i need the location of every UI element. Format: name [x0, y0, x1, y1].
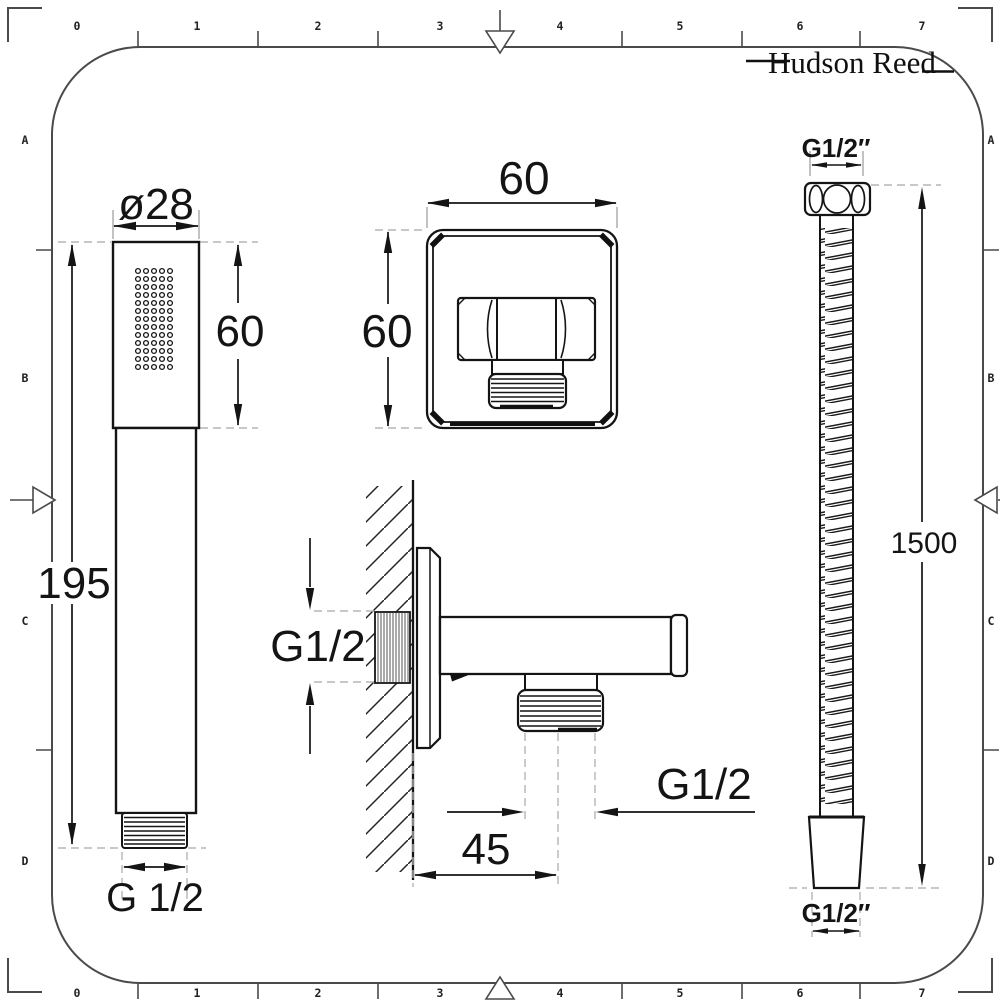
ruler-label: A — [988, 133, 995, 147]
centre-marker-left — [10, 485, 57, 515]
ruler-label: 0 — [74, 986, 81, 1000]
arm-end-cap — [669, 613, 689, 678]
corner-mark-top-right — [958, 7, 993, 42]
dim-handset-total-length: 195 — [36, 244, 112, 845]
dim-label-handset-thread: G 1/2 — [106, 876, 204, 920]
ruler-label: 0 — [74, 19, 81, 33]
ruler-label: A — [22, 133, 29, 147]
hose-drawing: G1/2″ G1/2″ 1500 — [789, 133, 957, 937]
ruler-columns-top: 0 1 2 3 4 5 6 7 — [74, 19, 926, 33]
ruler-label: B — [22, 371, 29, 385]
ruler-label: D — [22, 854, 29, 868]
outlet-thread-front — [487, 372, 568, 410]
sheet-frame — [7, 7, 1000, 1000]
ruler-label: 3 — [437, 19, 444, 33]
centre-marker-right — [973, 485, 1000, 515]
side-construction-lines — [314, 610, 596, 887]
dim-hose-length: 1500 — [891, 187, 958, 886]
ruler-label: 5 — [677, 19, 684, 33]
handset-handle — [114, 426, 198, 815]
dim-label-hose-bottom-thread: G1/2″ — [802, 898, 871, 928]
ruler-label: C — [988, 614, 995, 628]
dim-side-wall-offset: 45 — [414, 825, 557, 880]
ruler-label: 3 — [437, 986, 444, 1000]
dim-label-inlet-thread: G1/2 — [270, 622, 365, 671]
dim-front-width: 60 — [427, 152, 617, 208]
ruler-label: C — [22, 614, 29, 628]
ruler-label: 7 — [919, 986, 926, 1000]
front-construction-lines — [375, 229, 425, 429]
arm-fillet-mark — [450, 674, 471, 682]
dim-hose-top-thread: G1/2″ — [802, 133, 871, 168]
ruler-label: B — [988, 371, 995, 385]
ruler-label: 2 — [315, 986, 322, 1000]
ruler-label: 6 — [797, 986, 804, 1000]
dim-hose-bottom-thread: G1/2″ — [802, 898, 871, 934]
outlet-arm — [438, 615, 673, 676]
ruler-columns-bottom: 0 1 2 3 4 5 6 7 — [74, 986, 926, 1000]
handset-construction-lines — [58, 241, 258, 901]
dim-label-outlet-thread: G1/2 — [656, 760, 751, 809]
ruler-label: 1 — [194, 19, 201, 33]
dim-side-inlet-thread: G1/2 — [270, 538, 366, 754]
corner-mark-top-left — [7, 7, 42, 42]
ruler-label: 6 — [797, 19, 804, 33]
ruler-label: 2 — [315, 19, 322, 33]
centre-marker-top — [484, 10, 516, 55]
corner-mark-bottom-left — [7, 958, 42, 993]
outlet-thread-side — [516, 688, 605, 733]
wall-plate-side — [415, 546, 442, 750]
dim-label-wall-offset: 45 — [462, 825, 511, 874]
ruler-label: D — [988, 854, 995, 868]
handset-drawing: ø28 60 195 G 1/2 — [36, 180, 265, 920]
wall-outlet-front-drawing: 60 60 — [360, 152, 619, 430]
ruler-label: 4 — [557, 19, 564, 33]
dim-label-head-length: 60 — [216, 307, 265, 356]
dim-handset-head-length: 60 — [215, 244, 265, 426]
handset-thread — [121, 812, 188, 849]
hose-nut — [803, 181, 872, 217]
dim-label-front-width: 60 — [498, 152, 549, 204]
dim-label-front-height: 60 — [361, 305, 412, 357]
escutcheon-corner-chamfers — [429, 232, 615, 426]
dim-side-outlet-thread: G1/2 — [447, 760, 755, 817]
hose-tube — [819, 215, 854, 817]
ruler-label: 1 — [194, 986, 201, 1000]
ruler-label: 7 — [919, 19, 926, 33]
dim-label-hose-length: 1500 — [891, 527, 958, 560]
hex-union — [456, 296, 597, 362]
dim-label-total-length: 195 — [37, 559, 110, 608]
corner-mark-bottom-right — [958, 958, 993, 993]
brand-logo-text: Hudson Reed — [768, 45, 936, 80]
hose-cone — [807, 815, 866, 890]
dim-label-head-diameter: ø28 — [118, 180, 194, 229]
dim-label-hose-top-thread: G1/2″ — [802, 133, 871, 163]
outlet-neck-front — [491, 359, 564, 375]
dim-handset-diameter: ø28 — [113, 180, 199, 231]
spray-nozzle-grid — [134, 267, 174, 371]
ruler-label: 5 — [677, 986, 684, 1000]
centre-marker-bottom — [484, 975, 516, 1000]
brand-logo: Hudson Reed — [746, 45, 954, 80]
inlet-thread-side — [374, 611, 411, 684]
dim-handset-thread: G 1/2 — [106, 862, 204, 920]
ruler-rows-right: A B C D — [988, 133, 995, 868]
ruler-label: 4 — [557, 986, 564, 1000]
outlet-neck-side — [524, 673, 598, 691]
ruler-rows-left: A B C D — [22, 133, 29, 868]
dim-front-height: 60 — [360, 231, 415, 427]
wall-outlet-side-drawing: G1/2 G1/2 45 — [270, 480, 755, 887]
